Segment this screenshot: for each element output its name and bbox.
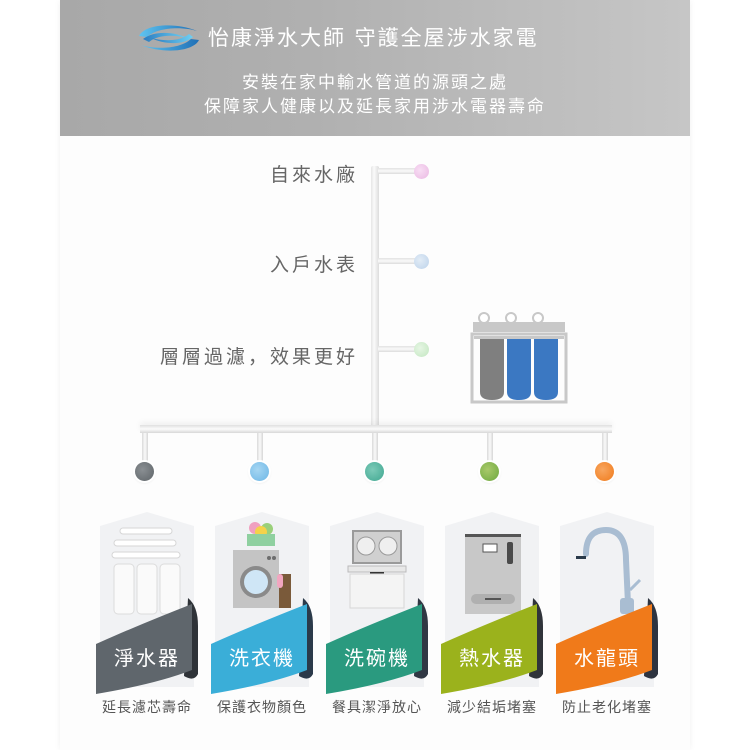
branch-dot-purifier xyxy=(135,462,154,481)
stage-label-filtration: 層層過濾，效果更好 xyxy=(159,346,358,368)
appliance-label: 淨水器 xyxy=(114,646,180,670)
appliance-label: 熱水器 xyxy=(459,646,525,670)
branch-pipe xyxy=(257,433,263,461)
appliance-card-heater: 熱水器 xyxy=(441,512,543,694)
ribbon-faucet xyxy=(556,598,658,694)
page-title: 怡康淨水大師 守護全屋涉水家電 xyxy=(208,26,539,50)
stage-pipe xyxy=(378,258,416,264)
stage-dot-pink xyxy=(414,164,429,179)
stage-dot-green xyxy=(414,342,429,357)
branch-pipe xyxy=(142,433,148,461)
appliance-desc: 餐具潔淨放心 xyxy=(332,700,422,716)
stage-dot-blue xyxy=(414,254,429,269)
branch-pipe xyxy=(372,433,378,461)
appliance-label: 水龍頭 xyxy=(574,646,640,670)
wave-logo-icon xyxy=(139,25,199,51)
branch-dot-faucet xyxy=(595,462,614,481)
appliance-desc: 保護衣物顏色 xyxy=(217,700,307,716)
ribbon-purifier xyxy=(96,598,198,694)
subtitle-line-2: 保障家人健康以及延長家用涉水電器壽命 xyxy=(204,97,546,117)
washing-machine-icon xyxy=(233,522,291,608)
main-pipe-vertical xyxy=(371,166,379,428)
subtitle-line-1: 安裝在家中輸水管道的源頭之處 xyxy=(242,73,508,93)
appliance-label: 洗衣機 xyxy=(229,646,295,670)
ribbon-heater xyxy=(441,598,543,694)
appliance-desc: 防止老化堵塞 xyxy=(562,700,652,716)
appliance-card-washer: 洗衣機 xyxy=(211,512,313,694)
triple-filter-housing-icon xyxy=(470,312,568,404)
appliance-label: 洗碗機 xyxy=(344,646,410,670)
ribbon-washer xyxy=(211,598,313,694)
header-banner xyxy=(60,0,690,136)
water-purifier-icon xyxy=(111,527,181,615)
appliance-desc: 減少結垢堵塞 xyxy=(447,700,537,716)
water-heater-icon xyxy=(465,534,521,614)
stage-label-water-meter: 入戶水表 xyxy=(269,254,358,276)
stage-label-water-plant: 自來水廠 xyxy=(269,164,358,186)
distribution-pipe-horizontal xyxy=(140,425,612,433)
branch-pipe xyxy=(487,433,493,461)
branch-pipe xyxy=(602,433,608,461)
ribbon-dishwasher xyxy=(326,598,428,694)
appliance-card-purifier: 淨水器 xyxy=(96,512,198,694)
appliance-desc: 延長濾芯壽命 xyxy=(102,700,192,716)
faucet-icon xyxy=(576,526,642,614)
branch-dot-heater xyxy=(480,462,499,481)
appliance-card-faucet: 水龍頭 xyxy=(556,512,658,694)
dishwasher-icon xyxy=(347,530,407,609)
branch-dot-dishwasher xyxy=(365,462,384,481)
branch-dot-washer xyxy=(250,462,269,481)
stage-pipe xyxy=(378,168,416,174)
appliance-card-dishwasher: 洗碗機 xyxy=(326,512,428,694)
stage-pipe xyxy=(378,346,416,352)
